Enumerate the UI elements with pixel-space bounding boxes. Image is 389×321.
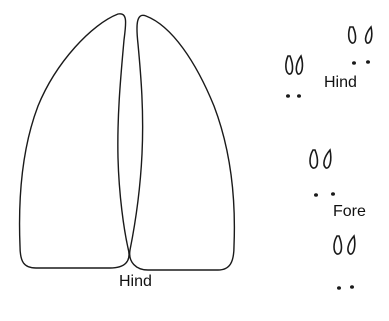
- large-hoof-right-toe: [130, 15, 235, 270]
- small-track-top-right: [349, 27, 372, 65]
- small-hind-track-label: Hind: [324, 75, 357, 91]
- small-toe-right: [366, 27, 372, 43]
- dewclaw-dot: [350, 285, 354, 289]
- fore-track-label: Fore: [333, 204, 366, 220]
- large-hoof-left-toe: [20, 14, 130, 268]
- small-toe-right: [296, 56, 302, 74]
- small-toe-left: [310, 150, 317, 168]
- small-toe-left: [286, 56, 293, 74]
- small-toe-right: [324, 150, 331, 168]
- dewclaw-dot: [314, 193, 318, 197]
- large-hoof-print: [20, 14, 235, 270]
- dewclaw-dot: [366, 60, 370, 64]
- small-toe-left: [334, 236, 341, 254]
- dewclaw-dot: [352, 61, 356, 65]
- small-track-fore: [310, 150, 335, 197]
- small-track-left-hind: [286, 56, 303, 98]
- dewclaw-dot: [297, 94, 301, 98]
- small-toe-left: [349, 27, 356, 43]
- dewclaw-dot: [286, 94, 290, 98]
- small-toe-right: [348, 236, 355, 254]
- small-track-bottom: [334, 236, 355, 290]
- dewclaw-dot: [337, 286, 341, 290]
- large-track-label: Hind: [119, 274, 152, 290]
- dewclaw-dot: [331, 192, 335, 196]
